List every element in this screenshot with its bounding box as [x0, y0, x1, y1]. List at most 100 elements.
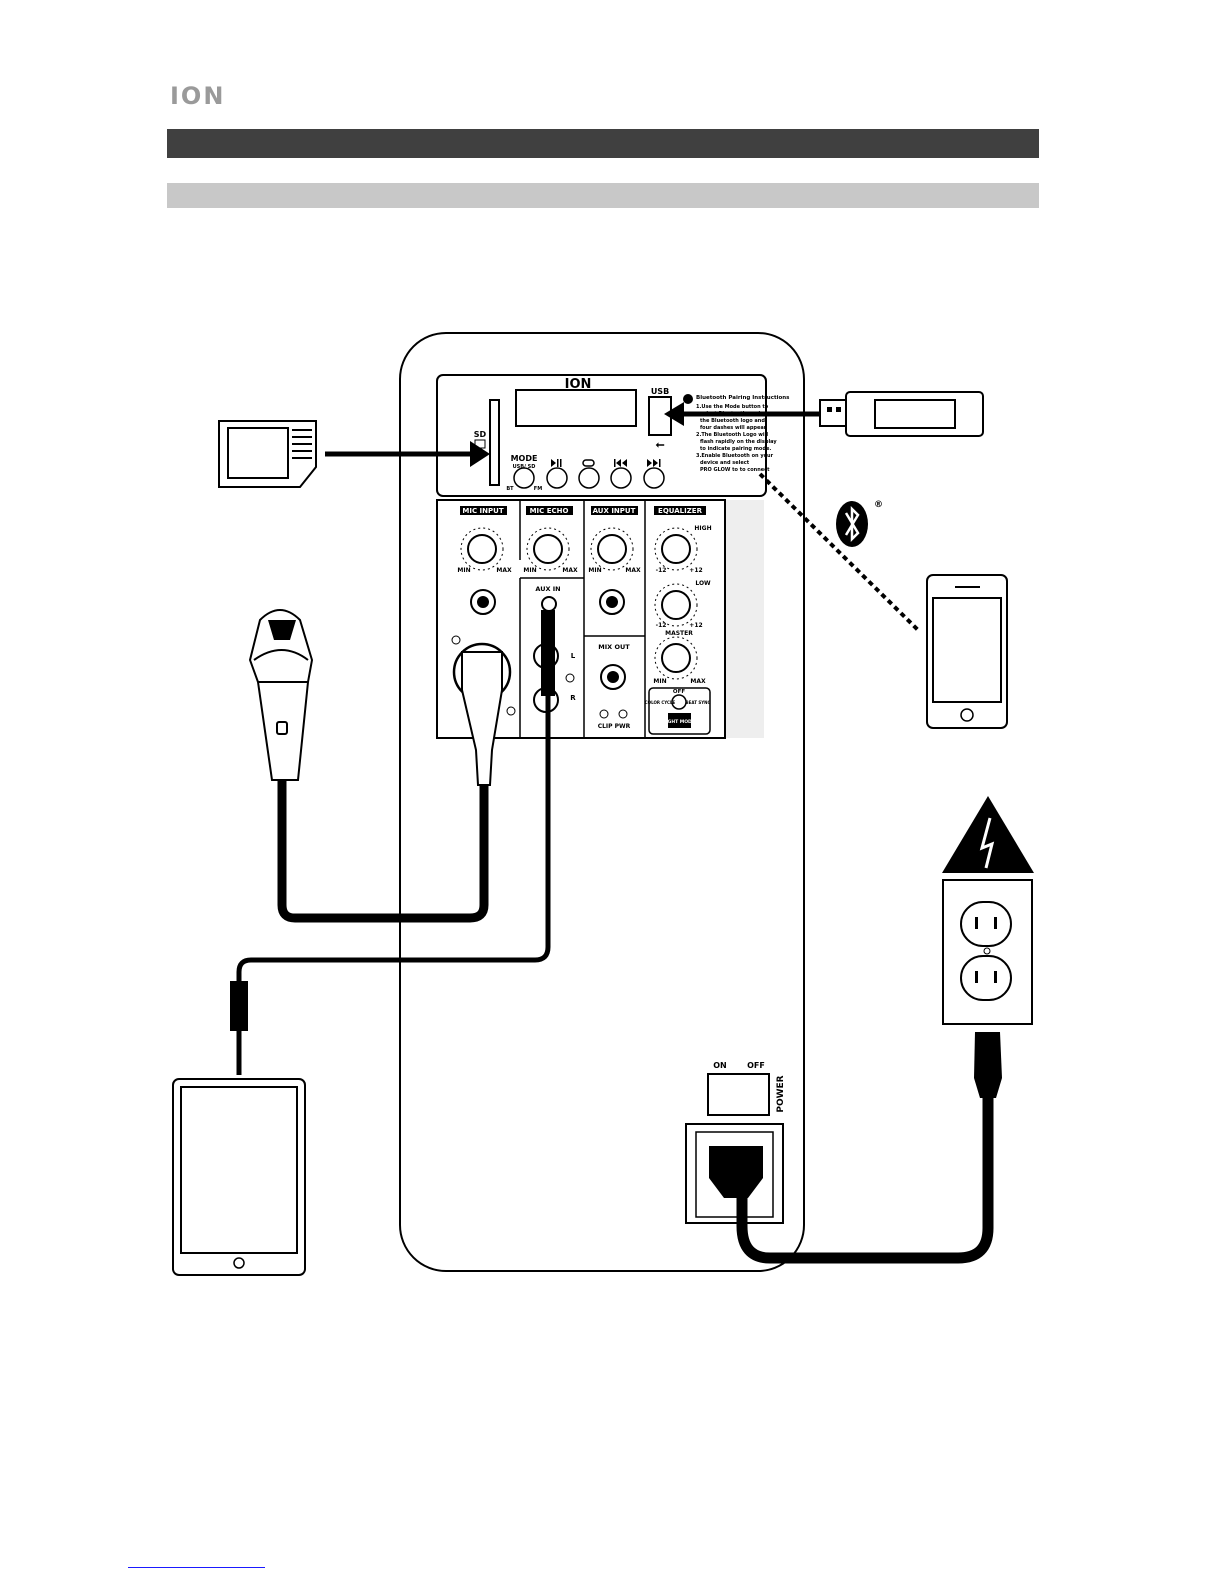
aux-input-label: AUX INPUT: [593, 507, 636, 515]
microphone-icon: [248, 609, 314, 781]
bluetooth-dotted-link: [758, 472, 920, 632]
knob-min-label: MIN: [588, 567, 601, 574]
repeat-button[interactable]: [578, 459, 600, 489]
footer-link-underline: [128, 1567, 265, 1568]
pairing-line: to indicate pairing mode.: [700, 446, 771, 452]
pairing-line: 2.The Bluetooth Logo will: [696, 432, 768, 438]
aux-in-label: AUX IN: [535, 585, 560, 593]
play-pause-icon: [551, 459, 562, 467]
knob-min-label: MIN: [523, 567, 536, 574]
pairing-line: PRO GLOW to to connect: [700, 467, 770, 473]
aux-cable: [236, 620, 551, 988]
master-label: MASTER: [665, 630, 693, 637]
beat-sync-label: BEAT SYNC: [686, 700, 711, 705]
power-switch[interactable]: [707, 1073, 770, 1116]
pairing-line: flash rapidly on the display: [700, 439, 777, 445]
next-track-icon: [647, 459, 661, 467]
play-pause-button[interactable]: [546, 459, 568, 489]
power-led: [618, 709, 628, 719]
light-mode-button[interactable]: [671, 694, 687, 710]
wall-outlet-icon: [942, 879, 1033, 1025]
pairing-line: 3.Enable Bluetooth on your: [696, 453, 774, 459]
mic-echo-label: MIC ECHO: [530, 507, 569, 515]
warning-electric-icon: [942, 796, 1034, 873]
eq-minus12-label: -12: [656, 567, 667, 574]
aux-input-knob[interactable]: [590, 527, 634, 571]
knob-min-label: MIN: [653, 678, 666, 685]
eq-plus12-label: +12: [689, 622, 702, 629]
aux-input-jack[interactable]: [599, 589, 625, 615]
clip-pwr-label: CLIP PWR: [598, 723, 631, 730]
clip-led: [599, 709, 609, 719]
smartphone-icon: [926, 574, 1008, 729]
eq-high-knob[interactable]: [654, 527, 698, 571]
equalizer-label: EQUALIZER: [658, 507, 703, 515]
previous-track-icon: [614, 459, 627, 467]
mode-button[interactable]: [513, 467, 535, 489]
usb-port-label: USB: [651, 387, 669, 396]
pairing-title: Bluetooth Pairing Instructions: [696, 395, 790, 401]
light-mode-label: LIGHT MODE: [663, 719, 695, 725]
power-off-label: OFF: [747, 1061, 765, 1070]
power-cable: [736, 1095, 994, 1264]
aux-plug-body: [230, 981, 248, 1031]
lcd-display: [515, 389, 637, 427]
mic-input-label: MIC INPUT: [462, 507, 503, 515]
bluetooth-icon: [836, 501, 868, 547]
panel-brand: ION: [565, 377, 592, 392]
aux-in-jack[interactable]: [541, 596, 557, 612]
xlr-plug: [461, 651, 503, 786]
mode-option-fm: FM: [534, 486, 542, 492]
aux-plug: [541, 610, 555, 696]
pairing-line: four dashes will appear.: [700, 425, 768, 431]
sd-slot[interactable]: [489, 399, 500, 486]
usb-drive-icon: [819, 391, 984, 437]
bluetooth-registered-mark: ®: [874, 500, 883, 510]
next-track-button[interactable]: [643, 459, 665, 489]
speaker-grille: [726, 500, 764, 738]
pairing-line: device and select: [700, 460, 750, 466]
master-knob[interactable]: [654, 636, 698, 680]
knob-max-label: MAX: [625, 567, 641, 574]
mic-echo-knob[interactable]: [526, 527, 570, 571]
subsection-header-bar: [167, 183, 1039, 208]
mic-input-knob[interactable]: [460, 527, 504, 571]
pairing-line: 1.Use the Mode button to: [696, 404, 769, 410]
brand-logo: ION: [170, 82, 226, 110]
section-header-bar: [167, 129, 1039, 158]
usb-symbol-icon: ⭠: [656, 438, 665, 451]
mix-out-label: MIX OUT: [598, 643, 630, 651]
color-cycle-label: COLOR CYCLE: [645, 700, 676, 705]
knob-max-label: MAX: [496, 567, 512, 574]
bluetooth-small-icon: [683, 394, 693, 404]
mix-out-jack[interactable]: [600, 664, 626, 690]
sd-slot-label: SD: [474, 430, 487, 439]
power-plug: [974, 1032, 1002, 1098]
knob-min-label: MIN: [457, 567, 470, 574]
light-off-label: OFF: [673, 689, 685, 695]
eq-plus12-label: +12: [689, 567, 702, 574]
previous-track-button[interactable]: [610, 459, 632, 489]
microphone-cable: [277, 780, 489, 923]
power-on-label: ON: [713, 1061, 727, 1070]
eq-low-knob[interactable]: [654, 583, 698, 627]
mode-option-bt: BT: [506, 486, 514, 492]
power-connector: [709, 1146, 763, 1198]
mode-label: MODE: [511, 454, 538, 463]
eq-minus12-label: -12: [656, 622, 667, 629]
knob-max-label: MAX: [690, 678, 706, 685]
sd-card-icon: [218, 420, 317, 488]
mode-option-usb-sd: USB/ SD: [513, 464, 536, 470]
bluetooth-pairing-instructions: Bluetooth Pairing Instructions 1.Use the…: [683, 394, 790, 473]
eq-low-label: LOW: [695, 580, 711, 587]
mic-quarter-inch-jack[interactable]: [470, 589, 496, 615]
knob-max-label: MAX: [562, 567, 578, 574]
tablet-icon: [172, 1078, 306, 1276]
pairing-line: the Bluetooth logo and: [700, 418, 765, 424]
power-label: POWER: [776, 1075, 786, 1112]
left-channel-label: L: [571, 652, 576, 660]
repeat-icon: [582, 459, 595, 467]
eq-high-label: HIGH: [694, 525, 711, 532]
right-channel-label: R: [570, 694, 576, 702]
